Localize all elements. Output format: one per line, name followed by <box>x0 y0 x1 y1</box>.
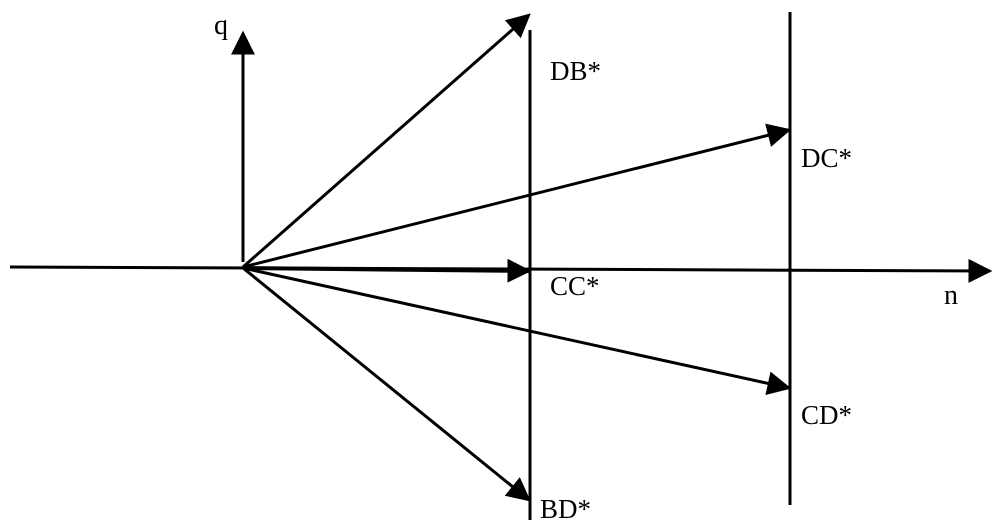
q-axis-label: q <box>214 10 228 41</box>
vector-bd <box>242 266 531 502</box>
vector-cd <box>242 266 792 396</box>
vector-db <box>242 13 531 269</box>
label-db: DB* <box>550 56 602 86</box>
label-cd: CD* <box>801 400 853 430</box>
vector-cc <box>242 258 532 283</box>
label-dc: DC* <box>801 143 853 173</box>
n-axis-label: n <box>944 280 958 311</box>
label-bd: BD* <box>540 494 592 524</box>
label-cc: CC* <box>550 271 600 301</box>
vector-dc <box>242 123 792 269</box>
